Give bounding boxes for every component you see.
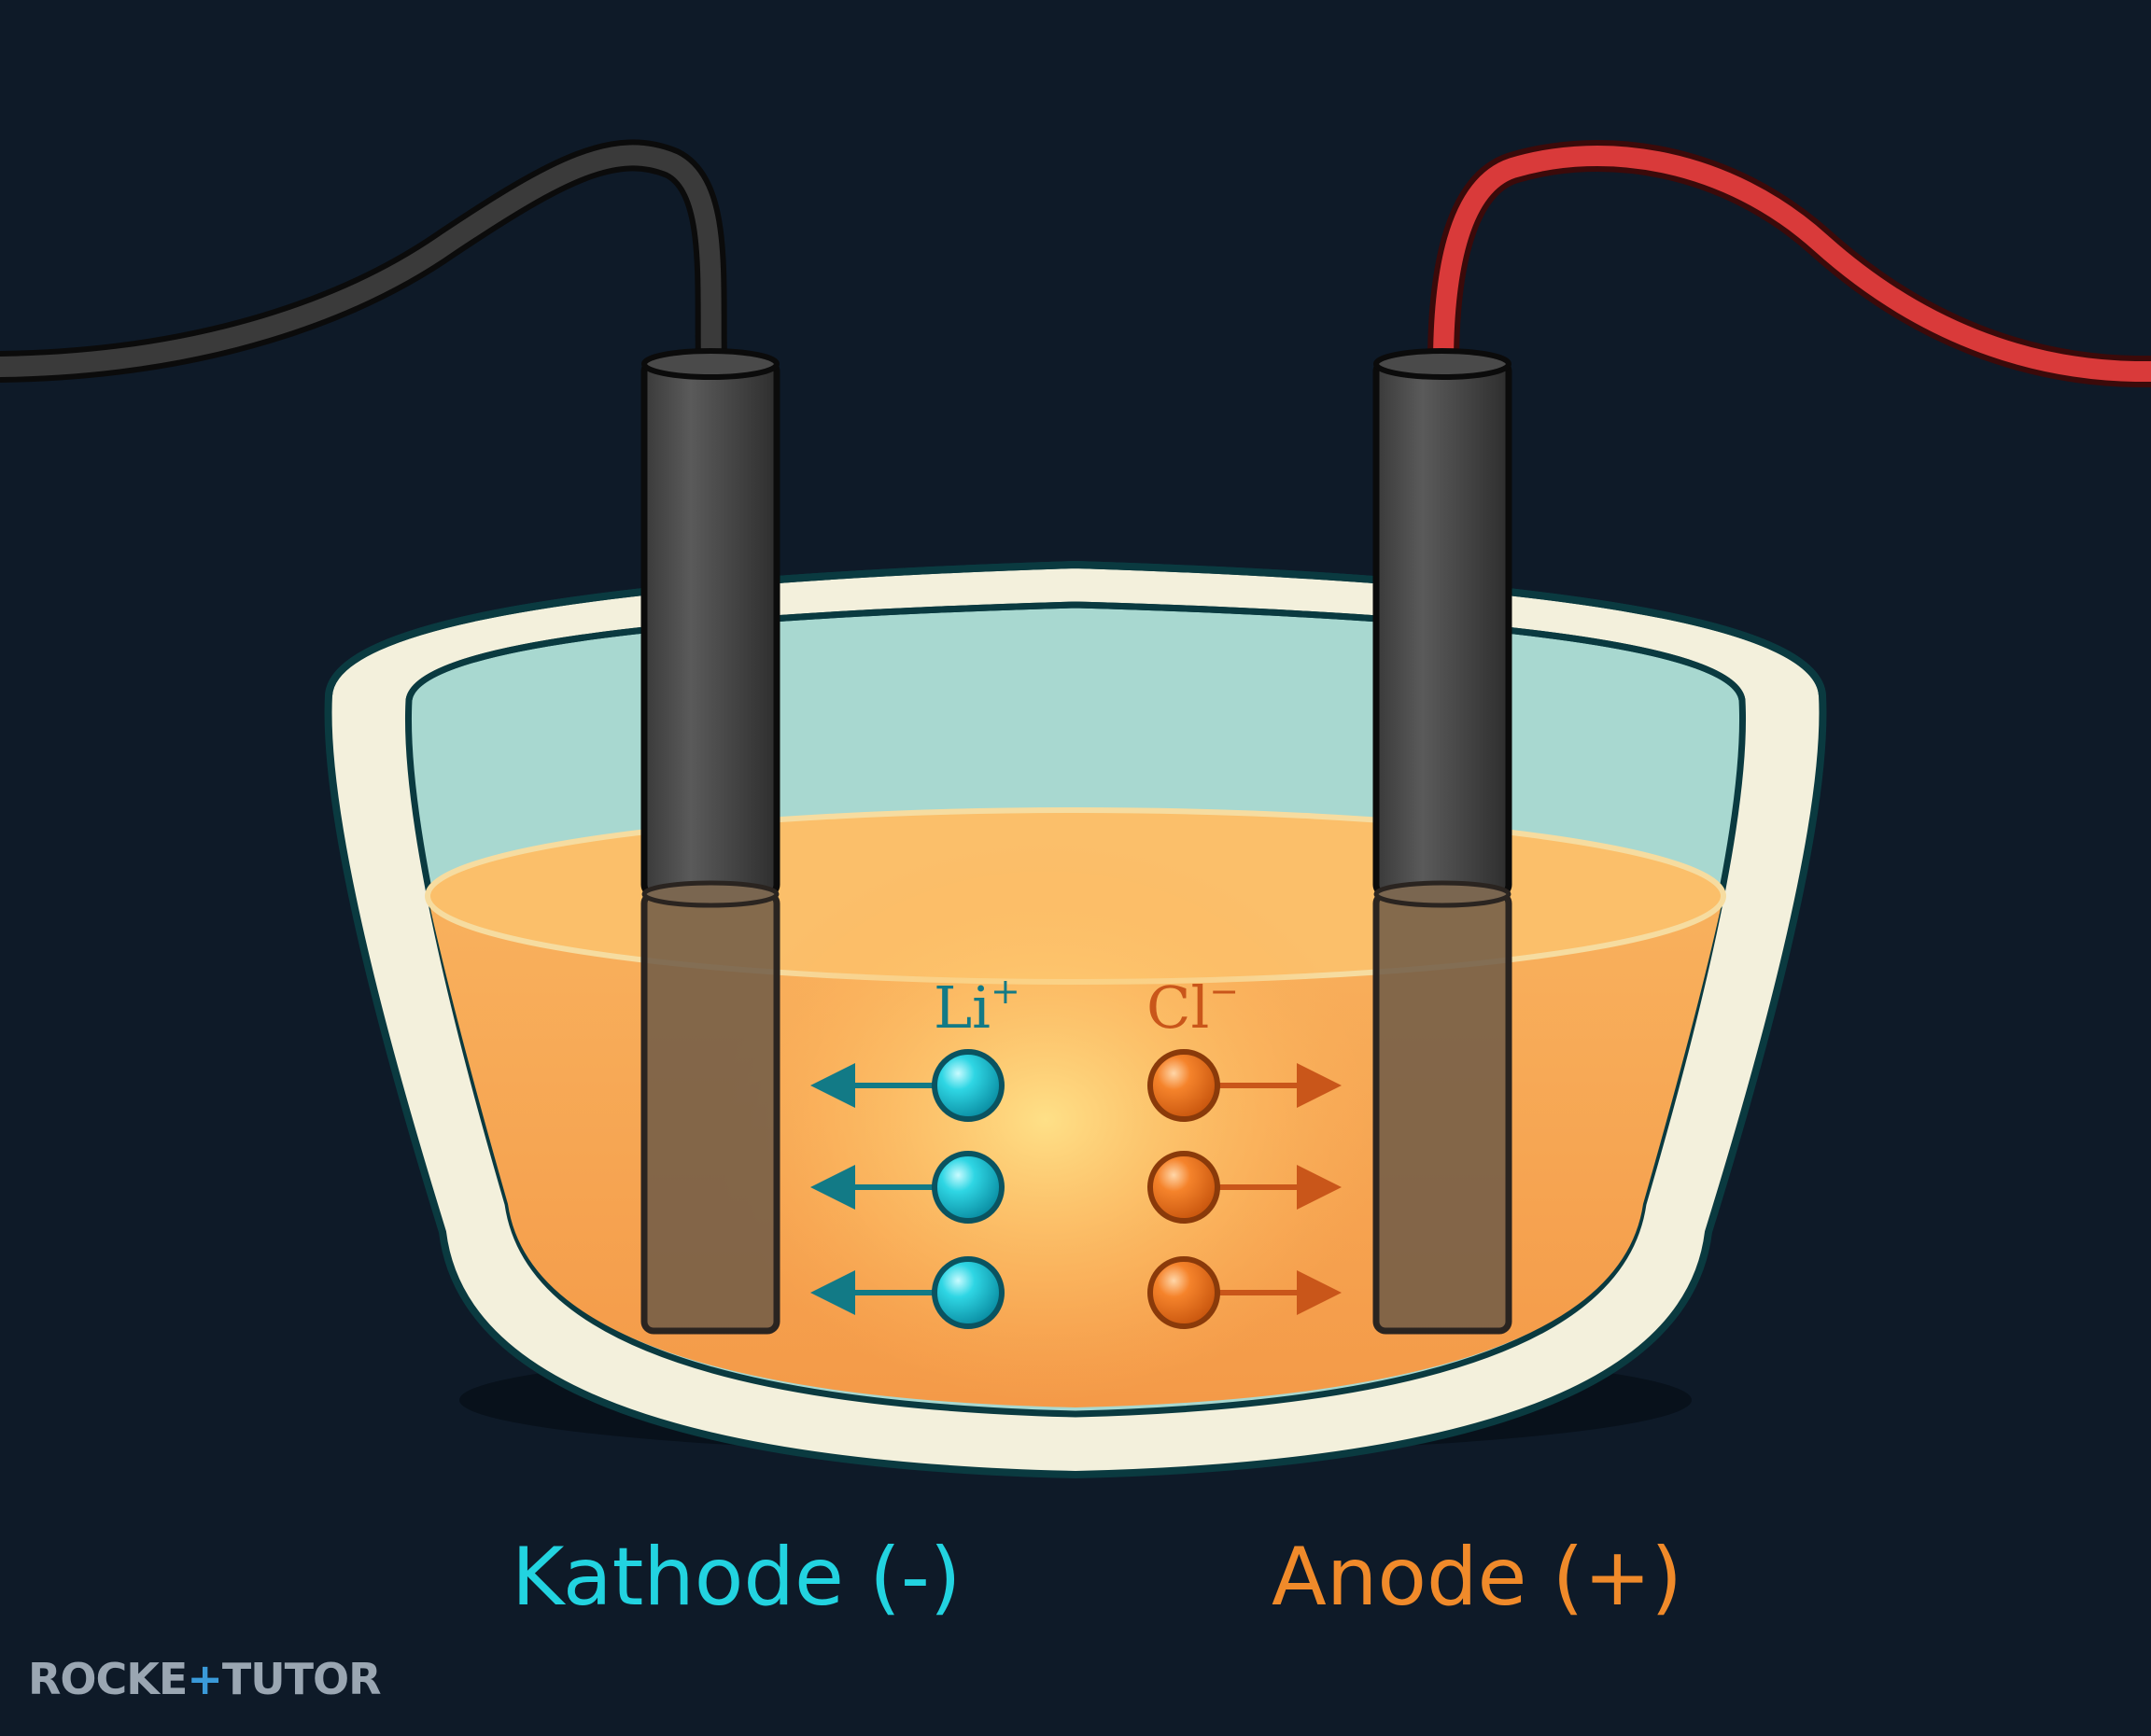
anion-label: Cl− [1146, 971, 1239, 1042]
cathode-wire [0, 139, 727, 383]
cation-particle-icon [932, 1049, 1005, 1122]
anode-wire [1427, 140, 2151, 388]
cation-symbol: Li [934, 973, 991, 1042]
electrolyte-glow [710, 840, 1382, 1400]
anion-particle-icon [1147, 1151, 1220, 1224]
logo-text-rocke: ROCKE [28, 1654, 188, 1704]
anode-electrode [1372, 348, 1512, 1335]
brand-logo: ROCKE+TUTOR [28, 1654, 382, 1704]
anion-particle-icon [1147, 1256, 1220, 1329]
anion-charge: − [1209, 971, 1240, 1012]
cathode-wire-core [0, 145, 722, 377]
anode-label: Anode (+) [1272, 1531, 1682, 1624]
logo-plus: + [187, 1654, 223, 1704]
beaker-rim-inner [405, 601, 1746, 701]
cathode-label: Kathode (-) [512, 1531, 962, 1624]
anode-wire-core [1433, 146, 2151, 383]
anion-symbol: Cl [1146, 973, 1210, 1042]
beaker-rim [325, 560, 1826, 696]
cation-particle-icon [932, 1151, 1005, 1224]
cathode-electrode [640, 348, 780, 1335]
anion-particle-icon [1147, 1049, 1220, 1122]
ions-layer [810, 1049, 1342, 1329]
cation-label: Li+ [934, 971, 1020, 1042]
cation-particle-icon [932, 1256, 1005, 1329]
logo-text-tutor: TUTOR [221, 1654, 382, 1704]
cation-charge: + [991, 971, 1020, 1012]
